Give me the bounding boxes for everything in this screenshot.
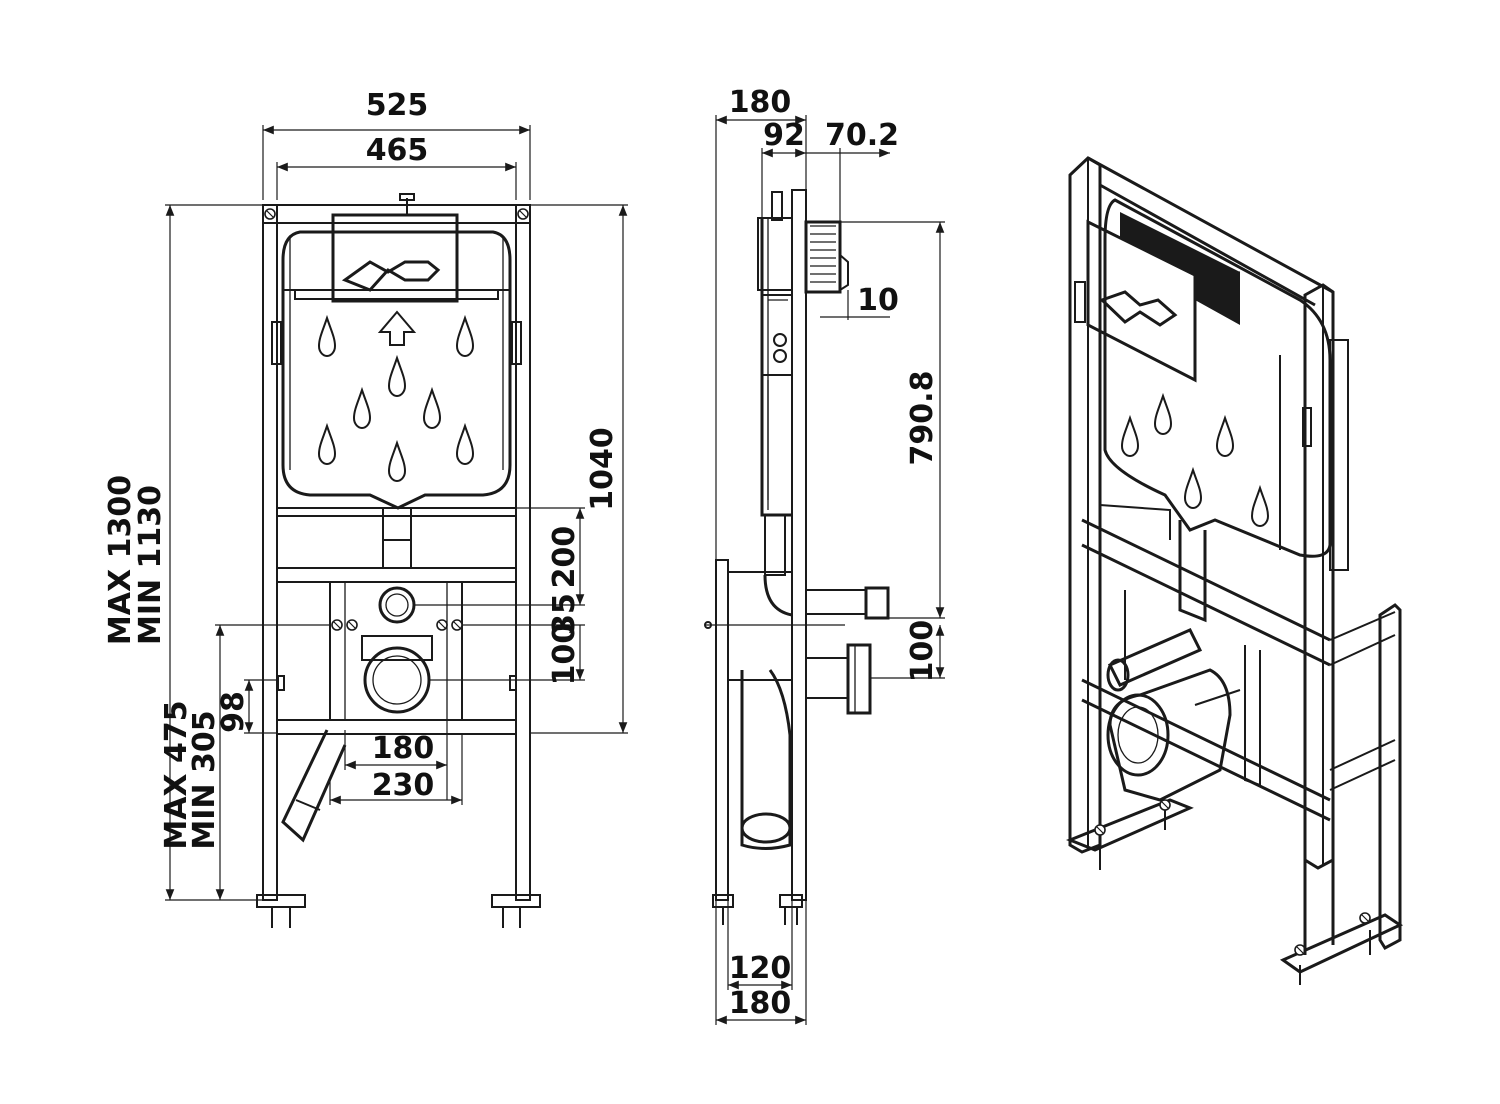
left-foot: [256, 894, 306, 928]
dim-overall-width: 525: [366, 88, 429, 123]
side-back-post: [715, 559, 729, 901]
iso-base-right: [1279, 913, 1404, 974]
right-post: [515, 204, 531, 901]
dim-depth-92: 92: [763, 118, 805, 153]
side-flush-plate: [804, 220, 842, 294]
dim-bolt-180: 180: [372, 731, 435, 766]
side-tank: [760, 218, 792, 517]
iso-left-post: [1068, 156, 1102, 854]
top-crossbar: [262, 204, 531, 224]
iso-tank: [1103, 198, 1332, 558]
flush-plate: [331, 213, 459, 303]
iso-base-left: [1065, 798, 1194, 852]
front-view: 525 465 MAX 1300 MIN 1130 1040 200 35 10…: [103, 88, 628, 928]
side-inlet-cap: [864, 586, 890, 620]
dim-10: 10: [857, 283, 899, 318]
drain-elbow: [281, 729, 347, 843]
dim-height-max: MAX 1300: [103, 475, 138, 645]
cistern-tank: [281, 230, 512, 510]
dim-outlet-100: 100: [547, 623, 582, 686]
right-foot: [491, 894, 541, 928]
dim-drain-min: MIN 305: [187, 710, 222, 849]
inlet-pipe: [378, 586, 416, 624]
iso-view: [1065, 156, 1404, 985]
side-view: 180 92 70.2 10 790.8 100 120 180: [704, 85, 945, 1025]
dim-drain-max: MAX 475: [159, 700, 194, 849]
dim-outlet-200: 200: [547, 526, 582, 589]
dim-base-120: 120: [729, 951, 792, 986]
dim-100: 100: [905, 620, 940, 683]
dim-drain-98: 98: [216, 691, 251, 733]
iso-outlet-pipe: [1106, 693, 1170, 777]
dim-depth-70-2: 70.2: [825, 118, 899, 153]
flush-button-icon: [341, 260, 441, 292]
dim-790-8: 790.8: [905, 371, 940, 466]
side-outlet: [846, 643, 872, 715]
arrow-up-icon: [377, 310, 417, 346]
outlet-pipe: [363, 646, 431, 714]
dim-depth-top: 180: [729, 85, 792, 120]
dim-height-min: MIN 1130: [133, 485, 168, 645]
dim-outlet-35: 35: [547, 593, 582, 635]
dim-inner-width: 465: [366, 133, 429, 168]
flush-pipe: [382, 507, 412, 569]
left-post: [262, 204, 278, 901]
drain-frame: [329, 581, 463, 721]
dim-tank-height: 1040: [585, 427, 620, 511]
side-front-post: [791, 189, 807, 901]
dim-base-180: 180: [729, 986, 792, 1021]
dim-bolt-230: 230: [372, 768, 435, 803]
